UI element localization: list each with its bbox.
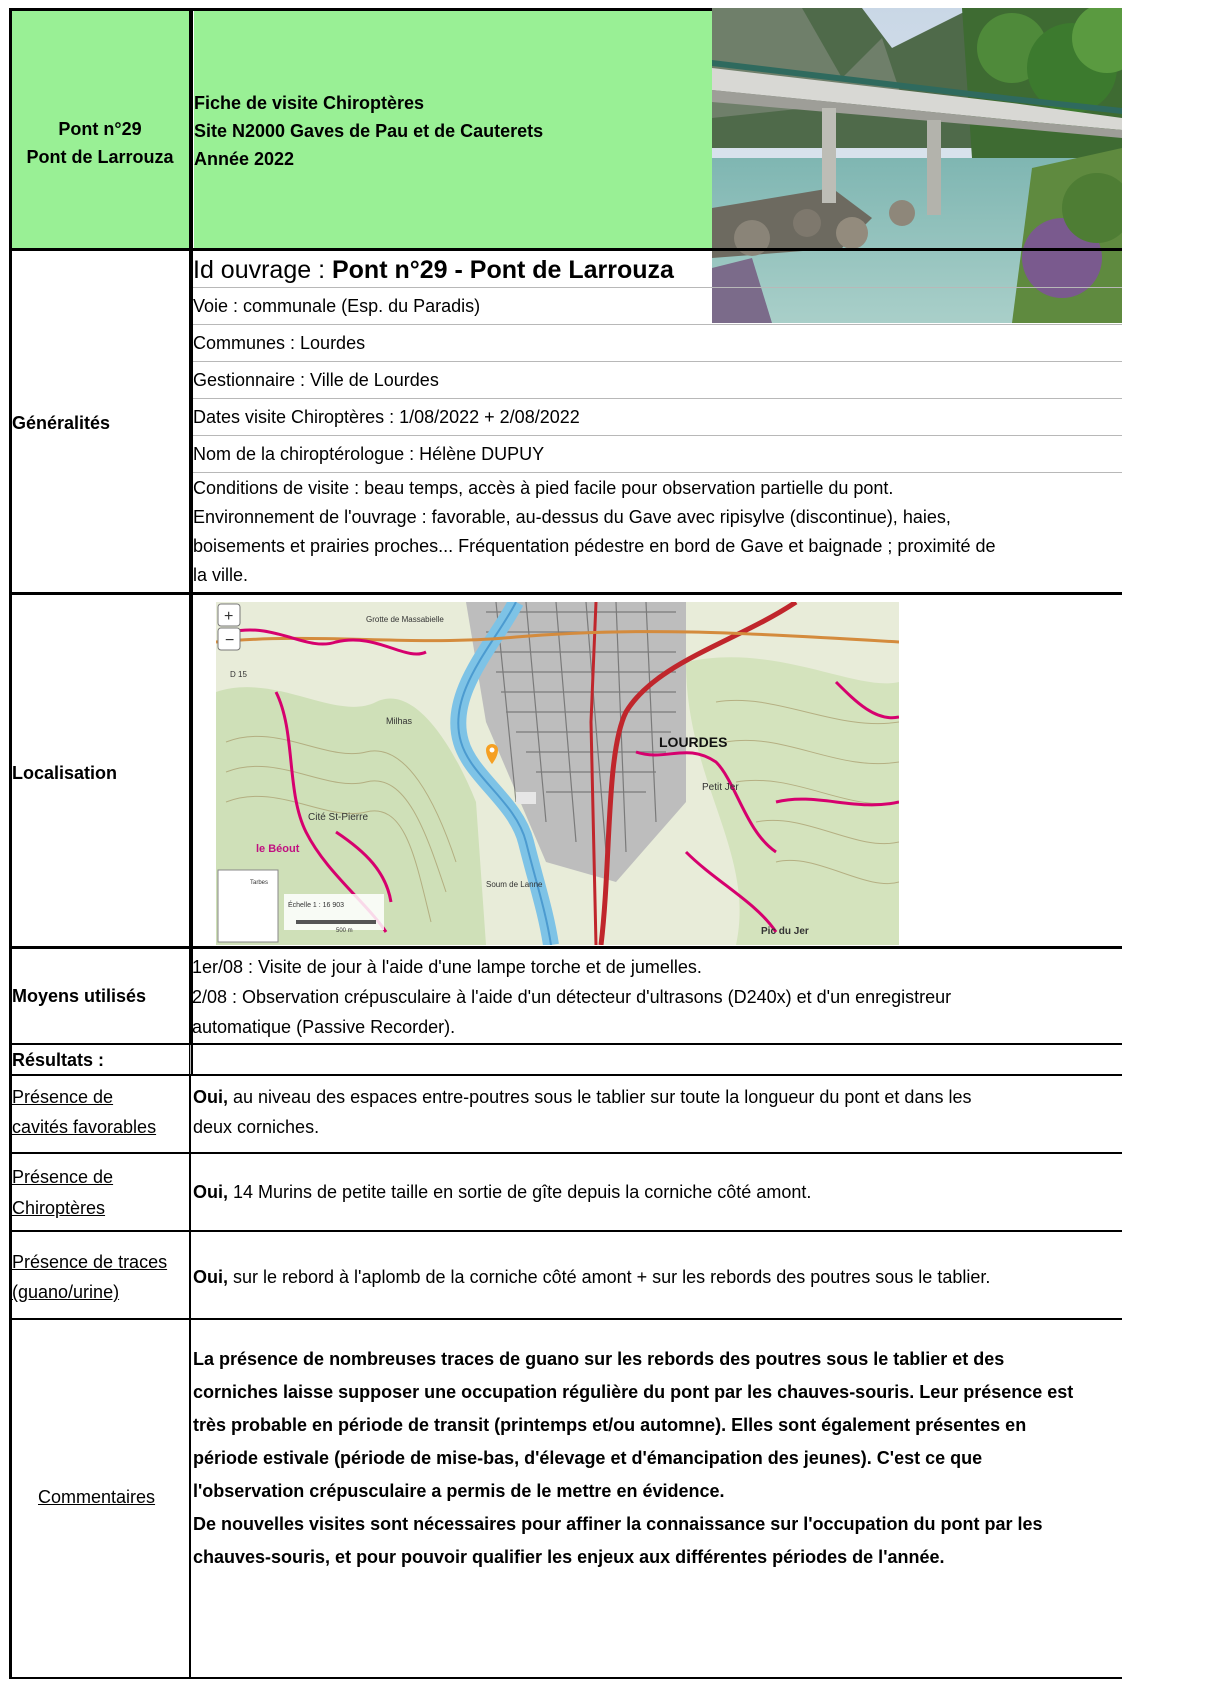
sep-1 (192, 287, 1122, 288)
cavites-text: au niveau des espaces entre-poutres sous… (228, 1087, 972, 1107)
border-header-bottom (10, 248, 1122, 251)
commentaires-line5: l'observation crépusculaire a permis de … (193, 1481, 725, 1501)
sep-2 (192, 324, 1122, 325)
map-label-d15: D 15 (230, 670, 247, 679)
localisation-label: Localisation (12, 763, 118, 783)
traces-label-line2: (guano/urine) (12, 1282, 120, 1302)
border-chiropteres-bottom (10, 1230, 1122, 1232)
nom-chiropterologue: Nom de la chiroptérologue : Hélène DUPUY (193, 444, 545, 464)
border-moyens-bottom (10, 1043, 1122, 1045)
generalites-label: Généralités (12, 413, 111, 433)
border-cavites-bottom (10, 1152, 1122, 1154)
moyens-label: Moyens utilisés (12, 986, 147, 1006)
map-label-cite-st-pierre: Cité St-Pierre (308, 812, 368, 823)
header-bridge-cell (10, 10, 190, 250)
chiropteres-label-line2: Chiroptères (12, 1198, 106, 1218)
sep-3 (192, 361, 1122, 362)
conditions-line2: Environnement de l'ouvrage : favorable, … (193, 507, 951, 527)
border-generalites-bottom (10, 592, 1122, 595)
traces-text-line: Oui, sur le rebord à l'aplomb de la corn… (193, 1262, 990, 1292)
border-localisation-bottom (10, 946, 1122, 949)
map-label-milhas: Milhas (386, 716, 413, 726)
map-label-petit-jer: Petit Jer (702, 782, 739, 793)
map-label-lourdes: LOURDES (659, 734, 727, 750)
id-ouvrage: Id ouvrage : Pont n°29 - Pont de Larrouz… (193, 254, 674, 286)
voie: Voie : communale (Esp. du Paradis) (193, 296, 481, 316)
map-label-soum: Soum de Lanne (486, 880, 543, 889)
conditions-line1: Conditions de visite : beau temps, accès… (193, 478, 894, 498)
sep-5 (192, 435, 1122, 436)
map-label-grotte: Grotte de Massabielle (366, 615, 444, 624)
cavites-text-line2: deux corniches. (193, 1117, 320, 1137)
header-title-line1: Fiche de visite Chiroptères (194, 93, 425, 113)
chiropteres-answer: Oui, (193, 1182, 228, 1202)
border-top (10, 8, 712, 11)
id-ouvrage-prefix: Id ouvrage : (193, 256, 332, 284)
border-column-divider (189, 8, 193, 1074)
commentaires-line3: très probable en période de transit (pri… (193, 1415, 1027, 1435)
sep-6 (192, 472, 1122, 473)
sep-4 (192, 398, 1122, 399)
commentaires-line1: La présence de nombreuses traces de guan… (193, 1349, 1005, 1369)
conditions-line4: la ville. (193, 565, 249, 585)
header-title-line2: Site N2000 Gaves de Pau et de Cauterets (194, 121, 544, 141)
commentaires-line7: chauves-souris, et pour pouvoir qualifie… (193, 1547, 945, 1567)
header-bridge-number: Pont n°29 (58, 119, 142, 139)
cavites-text-line1: Oui, au niveau des espaces entre-poutres… (193, 1082, 971, 1112)
communes: Communes : Lourdes (193, 333, 366, 353)
commentaires-line6: De nouvelles visites sont nécessaires po… (193, 1514, 1043, 1534)
map-label-tarbes: Tarbes (250, 880, 268, 886)
moyens-line2: 2/08 : Observation crépusculaire à l'aid… (192, 987, 952, 1007)
commentaires-line4: période estivale (période de mise-bas, d… (193, 1448, 983, 1468)
border-column-divider-lower (189, 1076, 191, 1679)
chiropteres-text: 14 Murins de petite taille en sortie de … (228, 1182, 812, 1202)
header-title-line3: Année 2022 (194, 149, 295, 169)
bridge-photo (712, 8, 1122, 323)
border-column-divider-resultats (190, 1045, 191, 1074)
map-label-le-beout: le Béout (256, 843, 300, 855)
border-resultats-bottom (10, 1074, 1122, 1076)
header-title-cell (194, 10, 712, 250)
resultats-label: Résultats : (12, 1050, 105, 1070)
border-left (9, 8, 12, 1679)
svg-text:−: − (225, 632, 234, 649)
traces-answer: Oui, (193, 1267, 228, 1287)
location-map: + − LOURDES Petit Jer Cité St-Pierre le … (216, 602, 899, 945)
conditions-line3: boisements et prairies proches... Fréque… (193, 536, 996, 556)
commentaires-label: Commentaires (38, 1487, 156, 1507)
commentaires-line2: corniches laisse supposer une occupation… (193, 1382, 1074, 1402)
cavites-label-line1: Présence de (12, 1087, 114, 1107)
chiropteres-text-line: Oui, 14 Murins de petite taille en sorti… (193, 1177, 811, 1207)
map-label-pic-du-jer: Pic du Jer (761, 926, 809, 937)
border-bottom (10, 1677, 1122, 1679)
map-scale-text: Échelle 1 : 16 903 (288, 900, 344, 909)
traces-text: sur le rebord à l'aplomb de la corniche … (228, 1267, 991, 1287)
cavites-label-line2: cavités favorables (12, 1117, 157, 1137)
gestionnaire: Gestionnaire : Ville de Lourdes (193, 370, 439, 390)
moyens-line3: automatique (Passive Recorder). (192, 1017, 456, 1037)
id-ouvrage-value: Pont n°29 - Pont de Larrouza (331, 256, 674, 284)
dates-visite: Dates visite Chiroptères : 1/08/2022 + 2… (193, 407, 580, 427)
header-bridge-name: Pont de Larrouza (26, 147, 174, 167)
chiropteres-label-line1: Présence de (12, 1167, 114, 1187)
border-traces-bottom (10, 1318, 1122, 1320)
cavites-answer: Oui, (193, 1087, 228, 1107)
map-distance-text: 500 m (336, 928, 353, 934)
svg-text:+: + (224, 608, 233, 625)
traces-label-line1: Présence de traces (12, 1252, 168, 1272)
moyens-line1: 1er/08 : Visite de jour à l'aide d'une l… (192, 957, 702, 977)
